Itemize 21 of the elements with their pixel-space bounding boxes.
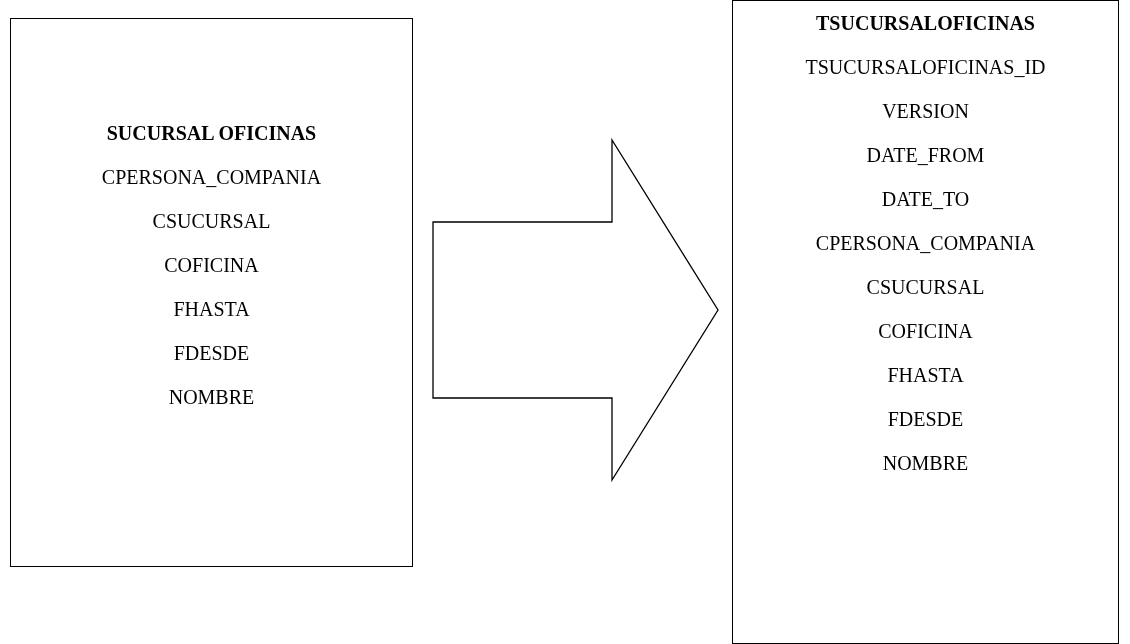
- field-name: CSUCURSAL: [152, 209, 271, 233]
- table-box: [10, 18, 413, 567]
- field-name: VERSION: [882, 99, 969, 123]
- field-name: DATE_FROM: [866, 143, 985, 167]
- field-name: FDESDE: [173, 341, 250, 365]
- field-name: TSUCURSALOFICINAS_ID: [805, 55, 1046, 79]
- field-name: COFICINA: [164, 253, 259, 277]
- field-name: DATE_TO: [881, 187, 970, 211]
- table-title: TSUCURSALOFICINAS: [816, 11, 1035, 35]
- table-title: SUCURSAL OFICINAS: [106, 121, 317, 145]
- field-name: COFICINA: [878, 319, 973, 343]
- field-name: FHASTA: [173, 297, 250, 321]
- field-name: FHASTA: [887, 363, 964, 387]
- field-name: CPERSONA_COMPANIA: [101, 165, 322, 189]
- field-name: CPERSONA_COMPANIA: [815, 231, 1036, 255]
- block-arrow: [432, 137, 719, 483]
- field-name: CSUCURSAL: [866, 275, 985, 299]
- table-box: [732, 0, 1119, 644]
- field-name: NOMBRE: [882, 451, 969, 475]
- field-name: FDESDE: [887, 407, 964, 431]
- field-name: NOMBRE: [168, 385, 255, 409]
